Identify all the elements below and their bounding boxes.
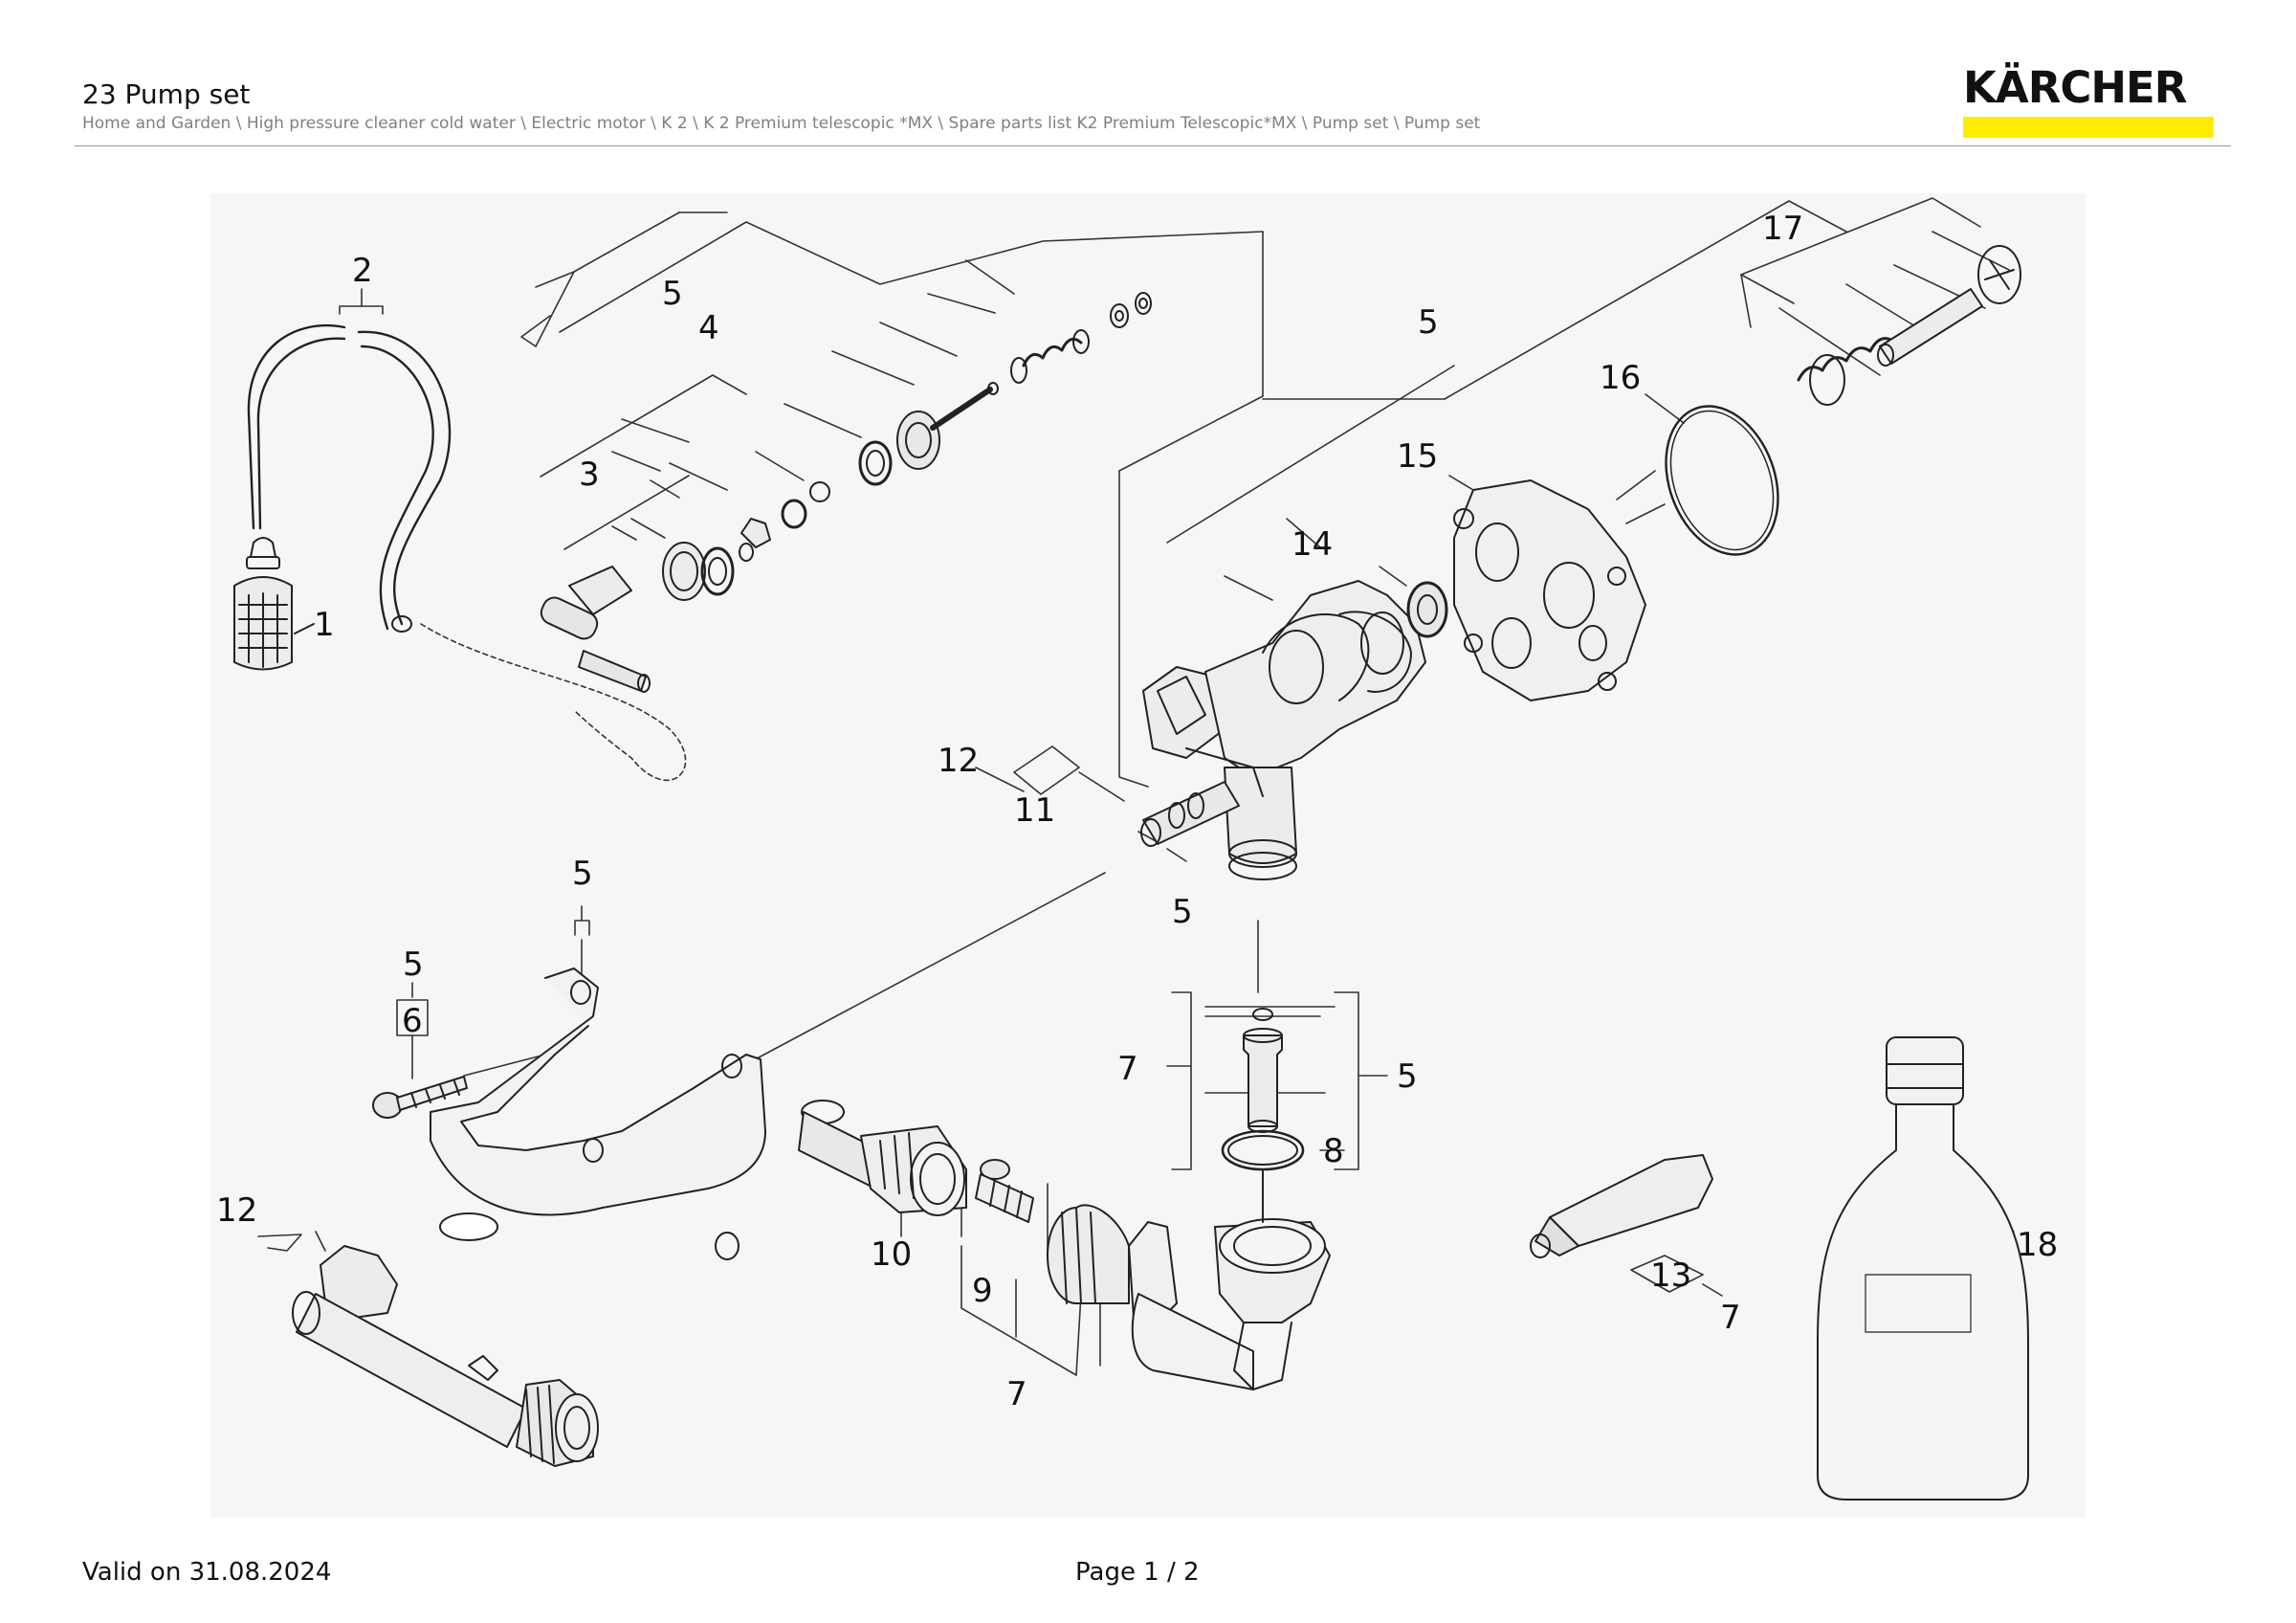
- callout-15[interactable]: 15: [1397, 437, 1438, 476]
- callout-6[interactable]: 6: [402, 1002, 423, 1040]
- part-1-suction-filter[interactable]: [233, 537, 315, 671]
- part-3-inlet-fitting[interactable]: [538, 481, 830, 693]
- part-7-valve-cartridge[interactable]: [1243, 1008, 1283, 1133]
- callout-16[interactable]: 16: [1600, 359, 1641, 397]
- callout-11[interactable]: 11: [1014, 791, 1055, 830]
- callout-5-bracket[interactable]: 5: [572, 855, 593, 893]
- callout-8[interactable]: 8: [1323, 1132, 1344, 1170]
- part-17-spring-pin[interactable]: [1797, 245, 2021, 406]
- callouts: 1 2 3 4 5 5 5 5 5 5 6 7 7 7 8 9 10 11 12…: [216, 210, 2058, 1413]
- part-4-valve-set[interactable]: [858, 292, 1152, 486]
- part-16-o-ring[interactable]: [1646, 390, 1798, 570]
- part-13-grease-tube[interactable]: [1530, 1154, 1713, 1258]
- callout-3[interactable]: 3: [579, 456, 600, 494]
- callout-5-screw[interactable]: 5: [403, 945, 424, 984]
- diagram-svg: 1 2 3 4 5 5 5 5 5 5 6 7 7 7 8 9 10 11 12…: [216, 197, 2058, 1501]
- callout-7-inlet[interactable]: 7: [1006, 1375, 1027, 1413]
- exploded-parts-diagram: 1 2 3 4 5 5 5 5 5 5 6 7 7 7 8 9 10 11 12…: [210, 193, 2086, 1518]
- callout-5-right[interactable]: 5: [1418, 303, 1439, 342]
- logo-yellow-bar: [1963, 117, 2214, 138]
- callout-14[interactable]: 14: [1292, 525, 1333, 564]
- part-2-hose[interactable]: [247, 323, 452, 633]
- part-9-strainer[interactable]: [975, 1159, 1034, 1223]
- water-inlet-elbow[interactable]: [1047, 1168, 1331, 1390]
- callout-10[interactable]: 10: [871, 1235, 912, 1274]
- part-6-screw[interactable]: [372, 1076, 468, 1119]
- valid-date: Valid on 31.08.2024: [82, 1558, 332, 1587]
- callout-7-grease[interactable]: 7: [1720, 1299, 1741, 1337]
- callout-2[interactable]: 2: [352, 252, 373, 290]
- callout-5-top[interactable]: 5: [662, 275, 683, 313]
- callout-9[interactable]: 9: [972, 1272, 993, 1310]
- callout-18[interactable]: 18: [2017, 1226, 2058, 1264]
- callout-13[interactable]: 13: [1650, 1256, 1691, 1295]
- part-15-cylinder-head[interactable]: [1453, 479, 1646, 701]
- part-8-o-ring[interactable]: [1221, 1129, 1305, 1171]
- callout-5-cartridge[interactable]: 5: [1397, 1057, 1418, 1096]
- callout-12-top[interactable]: 12: [938, 742, 979, 780]
- karcher-logo-icon: KÄRCHER: [1963, 62, 2214, 138]
- callout-5-mid[interactable]: 5: [1172, 893, 1193, 931]
- part-12-outlet-pipe[interactable]: [292, 1245, 599, 1467]
- callout-12-bottom[interactable]: 12: [216, 1191, 257, 1230]
- part-10-garden-hose-connector[interactable]: [798, 1100, 967, 1216]
- callout-7-cartridge[interactable]: 7: [1117, 1050, 1138, 1088]
- page-title: 23 Pump set: [82, 78, 251, 110]
- part-14-seal[interactable]: [1406, 581, 1448, 638]
- part-18-oil-bottle[interactable]: [1817, 1036, 2029, 1501]
- page-number: Page 1 / 2: [1075, 1558, 1200, 1587]
- breadcrumb[interactable]: Home and Garden \ High pressure cleaner …: [82, 114, 1481, 133]
- callout-1[interactable]: 1: [314, 606, 335, 644]
- support-bracket[interactable]: [430, 967, 766, 1260]
- pump-housing[interactable]: [1140, 580, 1426, 880]
- callout-17[interactable]: 17: [1762, 210, 1803, 248]
- header-divider: [75, 145, 2231, 146]
- callout-4[interactable]: 4: [698, 309, 719, 347]
- logo-text: KÄRCHER: [1963, 62, 2187, 113]
